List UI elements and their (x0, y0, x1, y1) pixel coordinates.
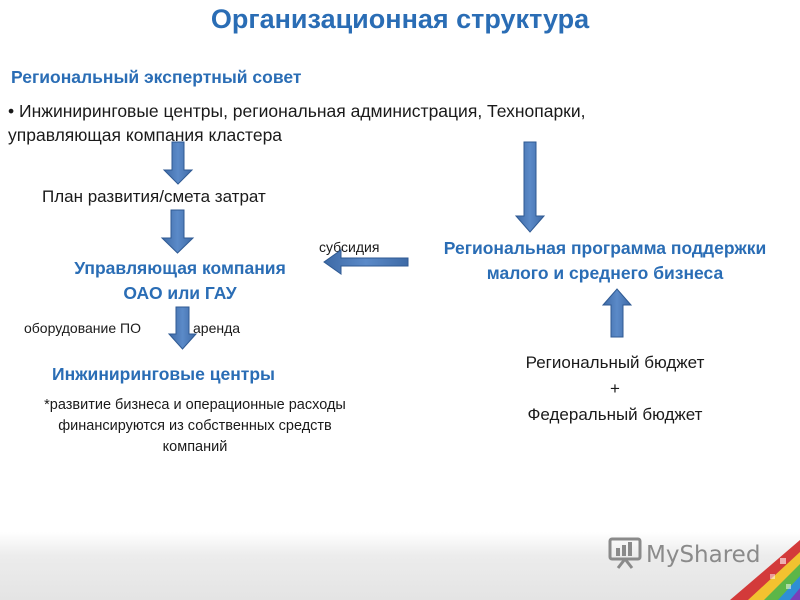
budget-node: Региональный бюджет + Федеральный бюджет (470, 350, 760, 428)
arrow-down-council-to-plan (162, 141, 194, 185)
decorative-corner-graphic (730, 540, 800, 600)
development-plan-label: План развития/смета затрат (42, 187, 266, 206)
management-company-node: Управляющая компания ОАО или ГАУ (40, 256, 320, 306)
management-company-line-1: Управляющая компания (74, 258, 286, 278)
management-company-line-2: ОАО или ГАУ (123, 283, 237, 303)
regional-program-line-2: малого и среднего бизнеса (486, 263, 724, 283)
arrow-down-management-to-engineering (167, 306, 198, 350)
arrow-left-subsidy (323, 249, 409, 275)
federal-budget-label: Федеральный бюджет (527, 405, 703, 424)
page-title: Организационная структура (210, 4, 590, 34)
financing-note-line-2: финансируются из собственных средств (58, 418, 332, 434)
financing-note-line-1: *развитие бизнеса и операционные расходы (44, 397, 346, 413)
equipment-label: оборудование ПО (24, 320, 141, 336)
arrow-down-council-to-regional-program (514, 141, 546, 233)
rent-label: аренда (193, 320, 241, 336)
council-members-line-2: управляющая компания кластера (8, 125, 283, 145)
regional-program-line-1: Региональная программа поддержки (443, 238, 767, 258)
footer-band (0, 532, 800, 600)
budget-plus-sign: + (610, 379, 620, 398)
arrow-up-budget-to-program (601, 288, 633, 338)
presentation-screen-icon (608, 536, 642, 575)
engineering-centers-node: Инжиниринговые центры (52, 364, 275, 384)
council-members-line-1: • Инжиниринговые центры, региональная ад… (8, 101, 586, 121)
subsidy-label: субсидия (319, 239, 380, 255)
myshared-logo: MyShared (608, 537, 760, 573)
council-members-text: • Инжиниринговые центры, региональная ад… (8, 99, 708, 147)
regional-budget-label: Региональный бюджет (525, 353, 705, 372)
logo-text: MyShared (646, 542, 761, 568)
arrow-down-plan-to-management (160, 209, 195, 254)
financing-note: *развитие бизнеса и операционные расходы… (0, 395, 390, 458)
financing-note-line-3: компаний (162, 439, 228, 455)
regional-program-node: Региональная программа поддержки малого … (410, 236, 800, 286)
expert-council-heading: Региональный экспертный совет (11, 67, 302, 87)
